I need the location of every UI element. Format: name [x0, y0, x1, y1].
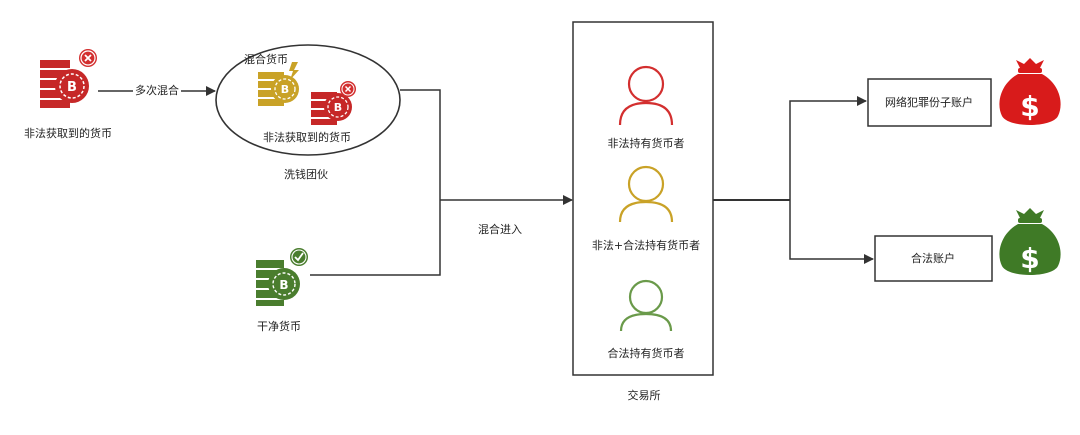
- mix-in-label: 混合进入: [478, 223, 522, 236]
- svg-text:B: B: [281, 83, 289, 96]
- inner-illegal-coin-label: 非法获取到的货币: [263, 131, 351, 144]
- mixed-holder-person-icon: [618, 165, 674, 223]
- laundering-connector-line: [400, 89, 441, 200]
- legal-account-arrow: [789, 200, 874, 264]
- criminal-account-box: [867, 78, 992, 127]
- illegal-holder-person-icon: [618, 65, 674, 126]
- laundering-group-label: 洗钱团伙: [284, 168, 328, 181]
- illegal-holder-label: 非法持有货币者: [607, 137, 685, 150]
- legal-account-label: 合法账户: [911, 252, 955, 265]
- svg-text:B: B: [279, 278, 288, 292]
- mixed-coin-label: 混合货币: [244, 53, 288, 66]
- legal-holder-label: 合法持有货币者: [607, 347, 685, 360]
- illegal-bitcoin-stack-icon: B: [40, 49, 97, 108]
- mixed-holder-label: 非法+合法持有货币者: [591, 239, 701, 252]
- clean-bitcoin-stack-icon: B: [256, 248, 308, 306]
- exchange-box: [572, 21, 714, 376]
- red-money-bag-icon: $: [999, 58, 1061, 125]
- legal-holder-person-icon: [619, 279, 673, 332]
- green-money-bag-icon: $: [999, 208, 1061, 275]
- criminal-account-arrow: [789, 96, 867, 200]
- clean-coin-label: 干净货币: [257, 320, 301, 333]
- illegal-coin-label: 非法获取到的货币: [24, 127, 112, 140]
- svg-text:$: $: [1020, 242, 1039, 275]
- multi-mix-label: 多次混合: [133, 84, 181, 98]
- criminal-account-label: 网络犯罪份子账户: [885, 96, 973, 109]
- svg-text:$: $: [1020, 90, 1039, 123]
- svg-text:B: B: [67, 80, 77, 95]
- exchange-label: 交易所: [627, 389, 661, 402]
- clean-connector-line: [310, 200, 441, 276]
- small-illegal-bitcoin-stack-icon: B: [311, 81, 356, 125]
- mixed-bitcoin-stack-icon: B: [258, 62, 299, 106]
- legal-account-box: [874, 235, 993, 282]
- svg-text:B: B: [334, 101, 342, 114]
